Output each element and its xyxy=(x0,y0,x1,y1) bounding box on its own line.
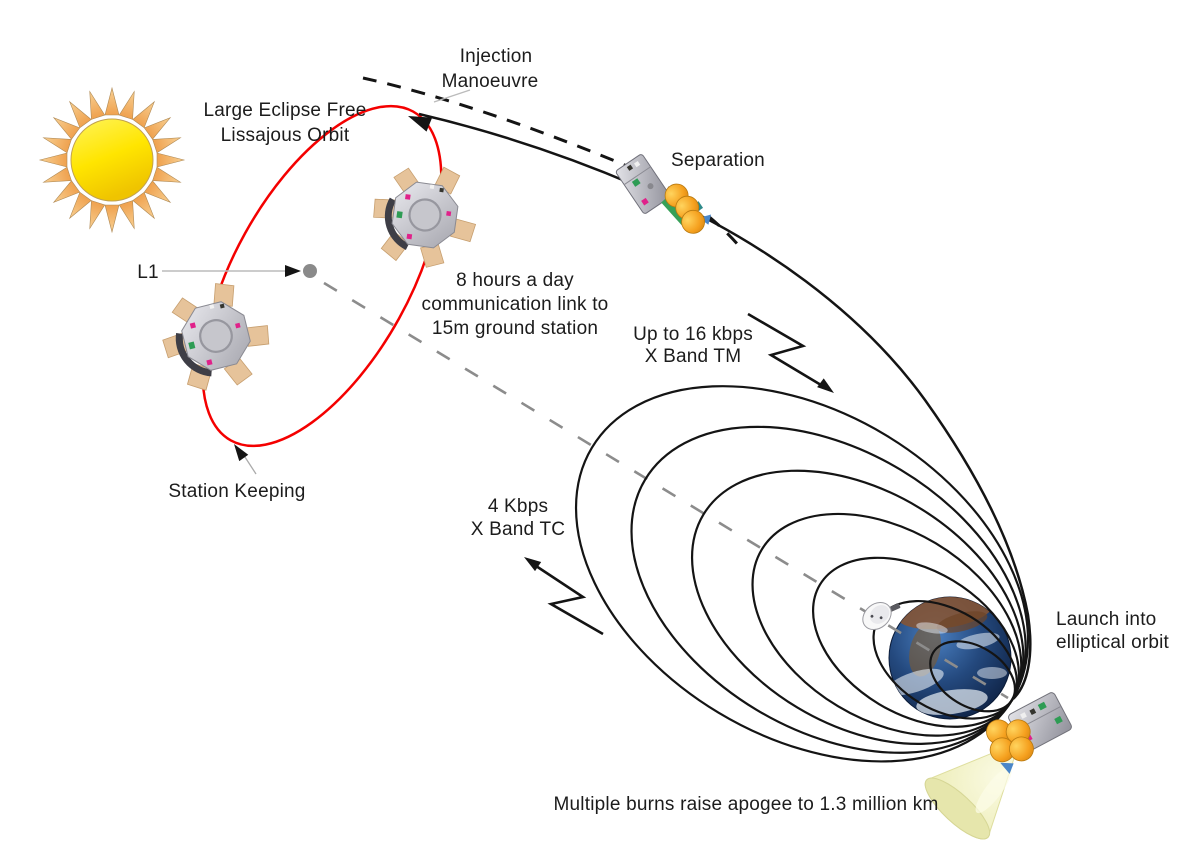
launch-stage-icon xyxy=(986,692,1072,774)
ground-station-dish-icon xyxy=(862,601,901,631)
l1-point xyxy=(303,264,317,278)
l1-arrowhead-icon xyxy=(285,265,301,277)
tm-lightning-arrow-icon xyxy=(747,312,838,398)
nested-orbit-ellipse xyxy=(574,385,1030,763)
label-lissajous-line1: Large Eclipse Free xyxy=(203,100,366,121)
label-multiple-burns: Multiple burns raise apogee to 1.3 milli… xyxy=(554,794,939,815)
label-tc-line2: X Band TC xyxy=(471,519,565,540)
label-injection-line1: Injection xyxy=(460,46,533,67)
label-separation: Separation xyxy=(671,150,765,171)
label-comm-line2: communication link to xyxy=(422,294,609,315)
earth-l1-dashed-line xyxy=(323,281,1009,700)
label-launch-line2: elliptical orbit xyxy=(1056,632,1170,653)
label-lissajous-line2: Lissajous Orbit xyxy=(221,125,350,146)
separation-propulsion-module-icon xyxy=(661,183,712,234)
tc-lightning-arrow-icon xyxy=(520,552,604,636)
propulsion-tanks-icon xyxy=(986,719,1034,774)
label-station-keeping: Station Keeping xyxy=(168,481,305,502)
label-comm-line1: 8 hours a day xyxy=(456,270,574,291)
engine-burn-cone-icon xyxy=(924,746,1017,840)
separation-spacecraft-icon xyxy=(615,154,671,214)
earth-icon xyxy=(888,596,1012,720)
label-l1: L1 xyxy=(137,262,159,283)
label-tm-line1: Up to 16 kbps xyxy=(633,324,753,345)
injection-leader-line xyxy=(433,89,471,103)
label-tm-line2: X Band TM xyxy=(645,346,742,367)
apogee-raising-orbits xyxy=(574,385,1030,763)
injection-arrowhead-icon xyxy=(405,109,433,132)
spacecraft-lissajous-lower-icon xyxy=(151,272,281,401)
label-launch-line1: Launch into xyxy=(1056,609,1156,630)
label-injection-line2: Manoeuvre xyxy=(442,71,539,92)
sun-icon xyxy=(39,87,185,233)
label-comm-line3: 15m ground station xyxy=(432,318,598,339)
label-tc-line1: 4 Kbps xyxy=(488,496,548,517)
spacecraft-lissajous-upper-icon xyxy=(366,156,485,274)
transfer-trajectory xyxy=(418,112,1032,700)
lissajous-orbit-ellipse xyxy=(201,104,443,448)
station-keeping-leader-line xyxy=(242,453,257,475)
